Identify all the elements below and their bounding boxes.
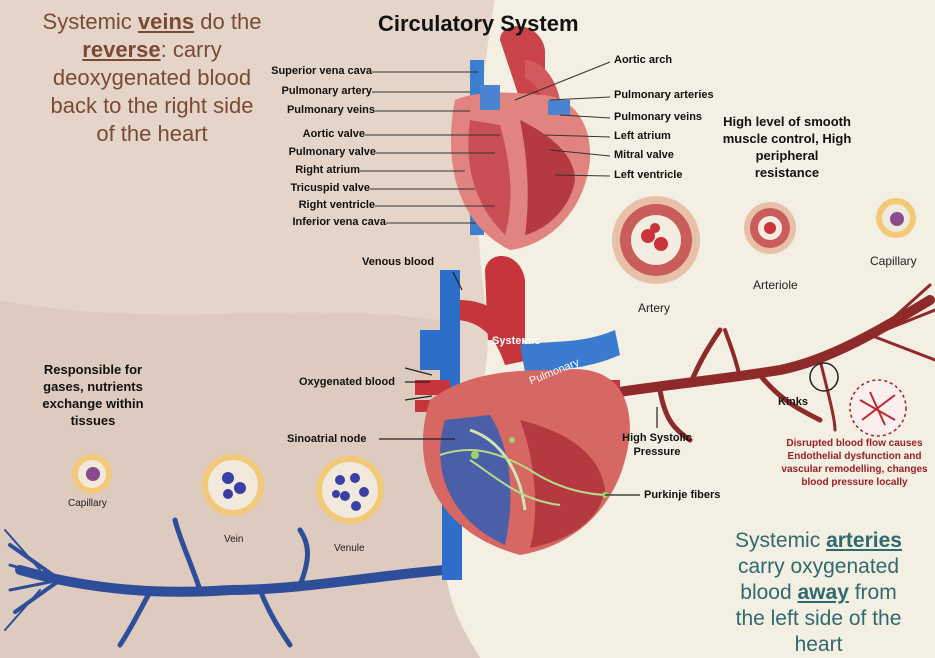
veins-note-text-3: : carry (161, 37, 222, 62)
smooth-muscle-note: High level of smooth muscle control, Hig… (722, 113, 852, 181)
label-superior-vena-cava: Superior vena cava (271, 65, 372, 77)
anatomical-heart-large (415, 256, 630, 555)
label-pulmonary-arteries: Pulmonary arteries (614, 89, 714, 101)
label-right-ventricle: Right ventricle (299, 199, 375, 211)
vein-label: Vein (224, 534, 243, 545)
label-pulmonary-veins-right: Pulmonary veins (614, 111, 702, 123)
away-emphasis: away (798, 581, 849, 604)
high-systolic-note: High Systolic Pressure (616, 431, 698, 459)
arteries-note-text-3b: from (849, 581, 897, 604)
label-left-atrium: Left atrium (614, 130, 671, 142)
capillary-cross-section-left (72, 454, 112, 494)
label-inferior-vena-cava: Inferior vena cava (292, 216, 386, 228)
diagram-title: Circulatory System (378, 11, 579, 37)
arteries-note-line-2: carry oxygenated (706, 554, 931, 580)
capillary-cross-section-right (876, 198, 916, 238)
label-oxygenated-blood: Oxygenated blood (299, 376, 395, 388)
venule-label: Venule (334, 543, 365, 554)
arteries-emphasis: arteries (826, 529, 902, 552)
veins-note-text-2: do the (194, 9, 261, 34)
veins-note: Systemic veins do the reverse: carry deo… (22, 8, 282, 148)
capillary-left-label: Capillary (68, 498, 107, 509)
artery-label: Artery (638, 301, 670, 315)
artery-cross-section (612, 196, 700, 284)
veins-note-line-3: deoxygenated blood (22, 64, 282, 92)
arteries-note-line-5: heart (706, 632, 931, 658)
arteriole-label: Arteriole (753, 278, 798, 292)
label-tricuspid-valve: Tricuspid valve (291, 182, 370, 194)
arteries-note-text: Systemic (735, 529, 826, 552)
label-aortic-arch: Aortic arch (614, 54, 672, 66)
label-pulmonary-veins-left: Pulmonary veins (287, 104, 375, 116)
veins-note-line-5: of the heart (22, 120, 282, 148)
capillary-right-label: Capillary (870, 254, 917, 268)
disrupted-flow-icon (850, 380, 906, 436)
label-sinoatrial-node: Sinoatrial node (287, 433, 366, 445)
label-pulmonary-artery: Pulmonary artery (282, 85, 372, 97)
label-aortic-valve: Aortic valve (303, 128, 365, 140)
label-right-atrium: Right atrium (295, 164, 360, 176)
exchange-note: Responsible for gases, nutrients exchang… (36, 361, 150, 429)
label-systemic-circuit: Systemic (492, 335, 540, 347)
label-purkinje-fibers: Purkinje fibers (644, 489, 720, 501)
veins-note-text: Systemic (43, 9, 138, 34)
label-left-ventricle: Left ventricle (614, 169, 682, 181)
reverse-emphasis: reverse (82, 37, 160, 62)
vein-cross-section (202, 454, 264, 516)
kinks-label: Kinks (778, 396, 808, 408)
arteries-note-line-4: the left side of the (706, 606, 931, 632)
veins-emphasis: veins (138, 9, 194, 34)
label-venous-blood: Venous blood (362, 256, 434, 268)
venule-cross-section (316, 456, 384, 524)
arteries-note-text-3: blood (740, 581, 797, 604)
label-mitral-valve: Mitral valve (614, 149, 674, 161)
veins-note-line-4: back to the right side (22, 92, 282, 120)
disrupted-flow-note: Disrupted blood flow causes Endothelial … (772, 437, 935, 489)
arteriole-cross-section (744, 202, 796, 254)
label-pulmonary-valve: Pulmonary valve (289, 146, 376, 158)
arteries-note: Systemic arteries carry oxygenated blood… (706, 528, 931, 658)
